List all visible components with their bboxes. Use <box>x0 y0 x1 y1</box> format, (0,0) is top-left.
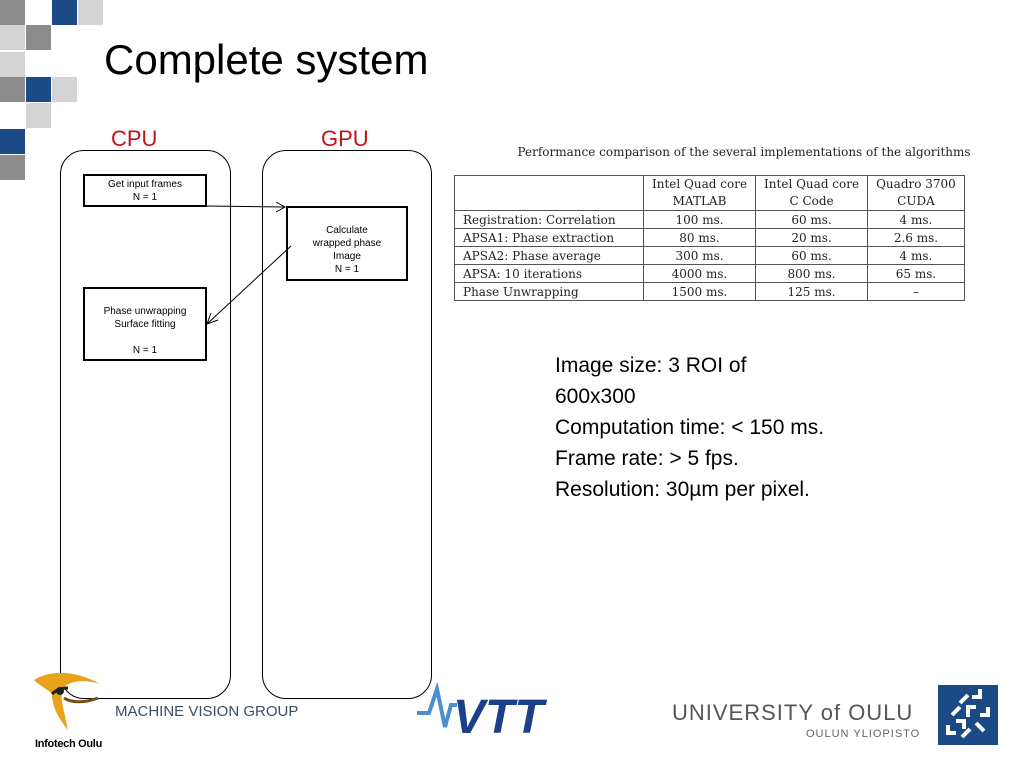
table-cell: 800 ms. <box>755 264 869 283</box>
slide-title: Complete system <box>104 36 429 83</box>
table-cell: 4 ms. <box>867 210 965 229</box>
table-header-cell: MATLAB <box>642 193 757 211</box>
calc-phase-line-3: Image <box>333 251 361 262</box>
table-header-cell: C Code <box>755 193 869 211</box>
university-name: UNIVERSITY of OULU <box>672 700 914 725</box>
cpu-label: CPU <box>111 126 158 151</box>
gpu-lane <box>262 150 432 699</box>
table-row: APSA1: Phase extraction 80 ms. 20 ms. 2.… <box>454 228 965 247</box>
table-cell: 4 ms. <box>867 246 965 265</box>
calc-phase-line-1: Calculate <box>326 225 368 236</box>
performance-table: Intel Quad core Intel Quad core Quadro 3… <box>454 175 965 301</box>
performance-caption: Performance comparison of the several im… <box>517 145 971 159</box>
unwrap-line-1: Phase unwrapping <box>103 306 187 317</box>
table-cell: APSA1: Phase extraction <box>454 228 644 247</box>
vtt-logo-text: VTT <box>453 691 547 738</box>
table-header-cell: Intel Quad core <box>642 175 757 193</box>
table-header-row: Intel Quad core Intel Quad core Quadro 3… <box>454 175 965 193</box>
university-subtitle: OULUN YLIOPISTO <box>806 728 921 740</box>
calc-phase-line-4: N = 1 <box>334 264 360 275</box>
performance-table-wrap: Intel Quad core Intel Quad core Quadro 3… <box>454 175 965 301</box>
table-header-cell: Quadro 3700 <box>867 175 965 193</box>
table-cell: 20 ms. <box>755 228 869 247</box>
vtt-logo: VTT <box>417 683 547 738</box>
table-cell: 60 ms. <box>755 246 869 265</box>
table-header-cell <box>454 193 644 211</box>
table-header-cell: CUDA <box>867 193 965 211</box>
table-cell: 2.6 ms. <box>867 228 965 247</box>
table-cell: APSA: 10 iterations <box>454 264 644 283</box>
table-row: Phase Unwrapping 1500 ms. 125 ms. – <box>454 282 965 301</box>
table-row: Registration: Correlation 100 ms. 60 ms.… <box>454 210 965 229</box>
university-oulu-emblem <box>938 685 998 745</box>
calc-phase-line-2: wrapped phase <box>312 238 382 249</box>
table-cell: – <box>867 282 965 301</box>
table-cell: 65 ms. <box>867 264 965 283</box>
spec-line: 600x300 <box>555 385 636 408</box>
get-input-line-1: Get input frames <box>108 179 182 190</box>
calc-phase-box: Calculate wrapped phase Image N = 1 <box>286 206 408 281</box>
spec-line: Computation time: < 150 ms. <box>555 416 825 439</box>
table-cell: Registration: Correlation <box>454 210 644 229</box>
table-cell: 60 ms. <box>755 210 869 229</box>
table-cell: Phase Unwrapping <box>454 282 644 301</box>
system-specs: Image size: 3 ROI of 600x300 Computation… <box>555 350 824 505</box>
table-cell: 300 ms. <box>642 246 757 265</box>
machine-vision-group-label: MACHINE VISION GROUP <box>115 703 299 720</box>
unwrap-line-4: N = 1 <box>132 345 158 356</box>
spec-line: Image size: 3 ROI of <box>555 354 747 377</box>
table-cell: APSA2: Phase average <box>454 246 644 265</box>
get-input-line-2: N = 1 <box>132 192 158 203</box>
table-cell: 1500 ms. <box>642 282 757 301</box>
infotech-oulu-logo <box>34 672 100 730</box>
table-cell: 4000 ms. <box>642 264 757 283</box>
table-row: APSA2: Phase average 300 ms. 60 ms. 4 ms… <box>454 246 965 265</box>
table-header-row: MATLAB C Code CUDA <box>454 193 965 211</box>
table-row: APSA: 10 iterations 4000 ms. 800 ms. 65 … <box>454 264 965 283</box>
table-cell: 80 ms. <box>642 228 757 247</box>
gpu-label: GPU <box>321 126 369 151</box>
infotech-oulu-label: Infotech Oulu <box>35 738 102 750</box>
spec-line: Resolution: 30µm per pixel. <box>555 478 810 501</box>
table-cell: 100 ms. <box>642 210 757 229</box>
table-header-cell <box>454 175 644 193</box>
unwrap-line-2: Surface fitting <box>114 319 176 330</box>
table-header-cell: Intel Quad core <box>755 175 869 193</box>
arrow-input-to-gpu <box>206 205 285 208</box>
arrow-gpu-to-unwrap <box>207 245 292 324</box>
spec-line: Frame rate: > 5 fps. <box>555 447 739 470</box>
get-input-box: Get input frames N = 1 <box>83 174 207 207</box>
table-cell: 125 ms. <box>755 282 869 301</box>
unwrap-box: Phase unwrapping Surface fitting N = 1 <box>83 287 207 361</box>
cpu-lane <box>60 150 231 699</box>
